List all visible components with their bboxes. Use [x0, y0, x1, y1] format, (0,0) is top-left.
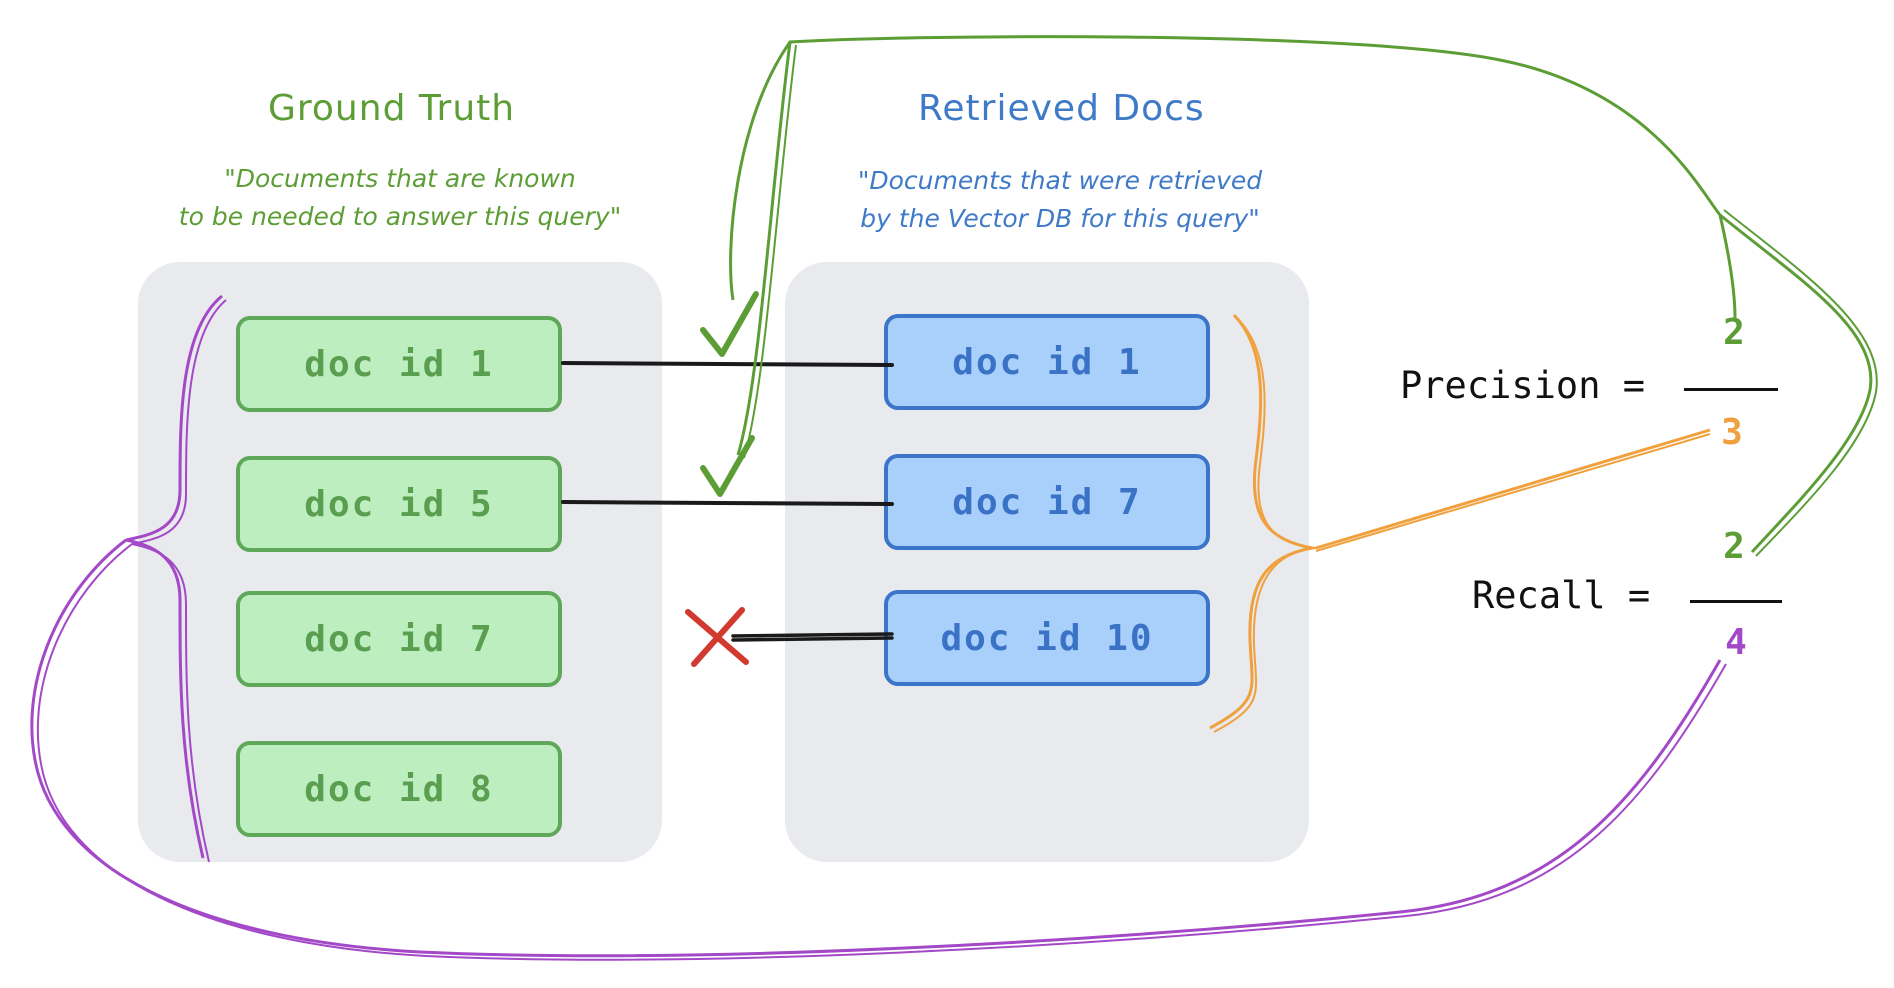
ground-truth-description-line2: to be needed to answer this query" — [178, 202, 622, 231]
match-line-doc7 — [561, 500, 894, 506]
retrieved-description: "Documents that were retrieved by the Ve… — [800, 162, 1320, 238]
precision-denominator-connector — [1315, 428, 1711, 550]
check-icon — [700, 435, 755, 497]
precision-label: Precision = — [1400, 364, 1646, 407]
ground-truth-description: "Documents that are known to be needed t… — [130, 160, 670, 236]
recall-label: Recall = — [1472, 574, 1651, 617]
miss-line-doc10 — [731, 632, 894, 642]
precision-numerator: 2 — [1723, 312, 1745, 353]
cross-icon — [685, 607, 749, 667]
check-icon — [700, 291, 759, 357]
match-line-doc1 — [561, 361, 894, 367]
recall-denominator: 4 — [1725, 622, 1747, 663]
retrieved-doc: doc id 10 — [884, 590, 1210, 686]
retrieved-description-line2: by the Vector DB for this query" — [860, 204, 1260, 233]
ground-truth-doc: doc id 5 — [236, 456, 562, 552]
ground-truth-doc: doc id 7 — [236, 591, 562, 687]
ground-truth-title: Ground Truth — [268, 88, 516, 129]
retrieved-docs-title: Retrieved Docs — [918, 88, 1205, 129]
retrieved-description-line1: "Documents that were retrieved — [857, 166, 1263, 195]
ground-truth-doc: doc id 8 — [236, 741, 562, 837]
precision-fraction-bar — [1684, 388, 1778, 391]
retrieved-bracket — [1209, 313, 1313, 730]
precision-denominator: 3 — [1721, 412, 1743, 453]
recall-fraction-bar — [1690, 600, 1782, 603]
ground-truth-bracket — [125, 294, 223, 859]
retrieved-doc: doc id 1 — [884, 314, 1210, 410]
ground-truth-description-line1: "Documents that are known — [224, 164, 576, 193]
ground-truth-doc: doc id 1 — [236, 316, 562, 412]
true-positive-loop — [729, 35, 1737, 319]
recall-numerator: 2 — [1723, 526, 1745, 567]
ground-truth-loop — [30, 538, 1722, 958]
